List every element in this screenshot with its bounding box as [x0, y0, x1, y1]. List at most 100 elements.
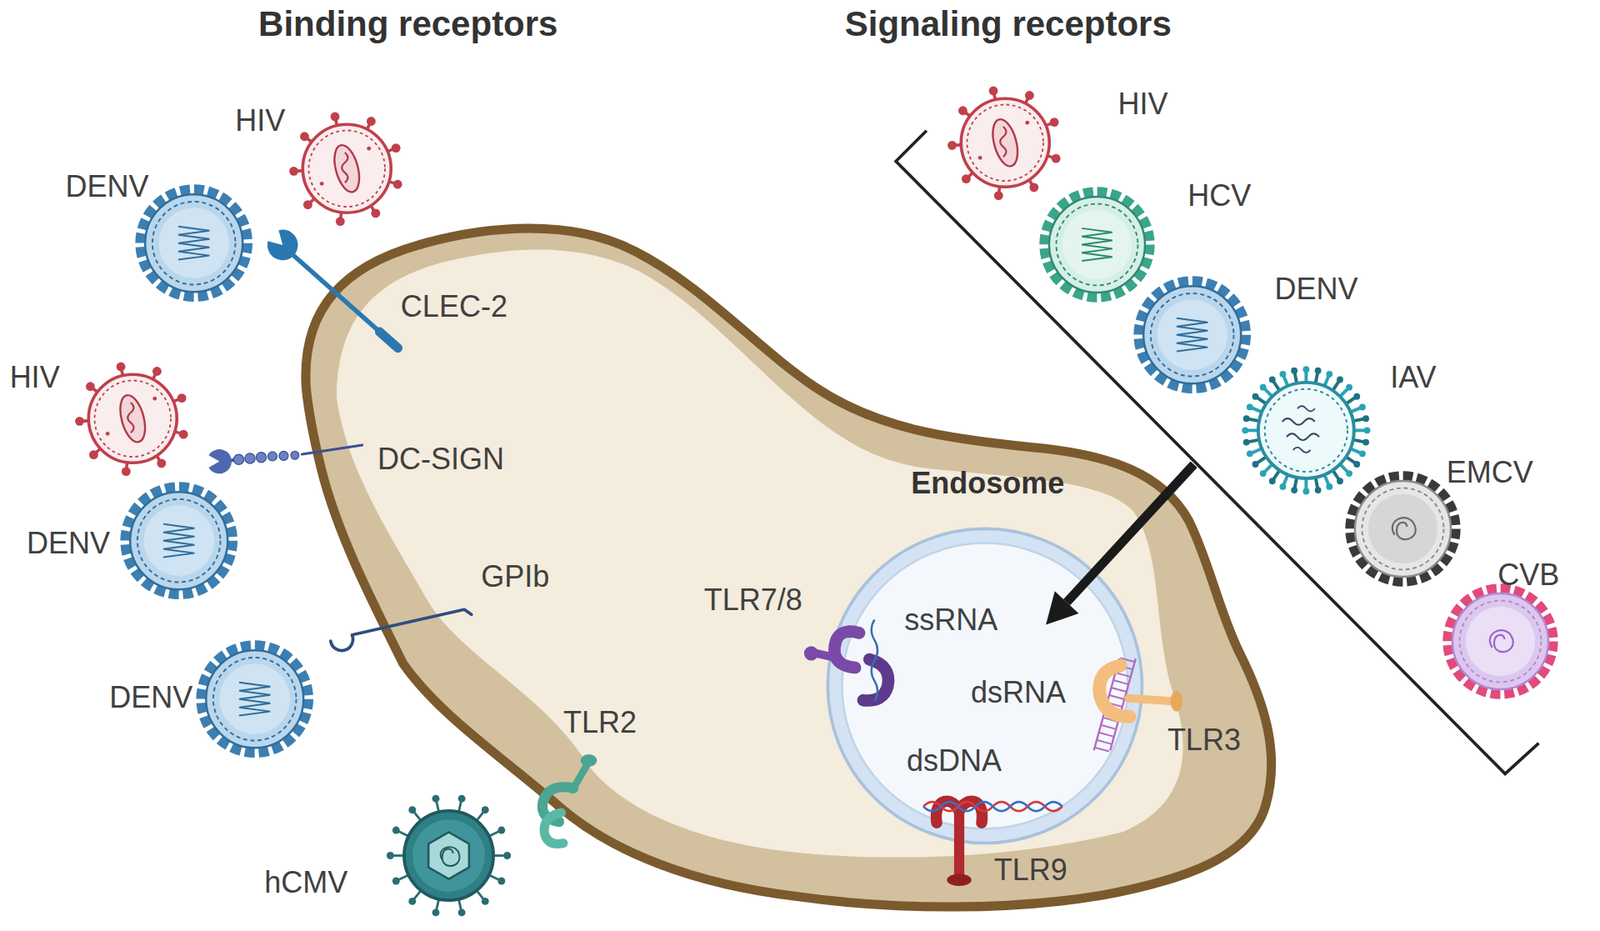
illustration-part	[330, 111, 340, 121]
illustration-part	[1081, 228, 1113, 261]
receptor-stem	[1128, 698, 1174, 702]
receptor-bead	[245, 453, 255, 464]
virus-node: HIV	[72, 358, 193, 479]
illustration-part	[392, 876, 400, 885]
illustration-part	[330, 142, 365, 195]
illustration-part	[458, 908, 466, 916]
illustration-part	[392, 825, 400, 834]
receptor-label: CLEC-2	[400, 289, 508, 324]
receptor-anchor	[380, 331, 399, 349]
illustration-part	[1062, 210, 1132, 280]
molecule-label: dsRNA	[970, 675, 1066, 710]
receptor-base	[946, 873, 971, 886]
illustration-part	[289, 166, 299, 176]
illustration-part	[458, 794, 466, 802]
illustration-part	[302, 124, 391, 213]
compartment-label: Endosome	[910, 465, 1065, 500]
receptor-bead	[279, 450, 289, 460]
illustration-part	[1025, 120, 1030, 125]
illustration-part	[1025, 90, 1035, 100]
virus-node: HIV	[286, 108, 407, 229]
virus-label: HCV	[1187, 178, 1251, 213]
illustration-part	[1368, 494, 1438, 564]
virus-icon	[385, 791, 513, 920]
illustration-part	[366, 146, 371, 151]
illustration-part	[1055, 204, 1138, 286]
illustration-part	[1336, 376, 1344, 384]
illustration-part	[320, 181, 325, 186]
illustration-part	[1345, 384, 1353, 391]
illustration-part	[1353, 460, 1360, 468]
illustration-part	[309, 130, 386, 207]
illustration-part	[1362, 415, 1370, 423]
illustration-part	[1029, 183, 1039, 193]
illustration-part	[1279, 483, 1286, 490]
tlr78-receptor	[804, 619, 889, 701]
virus-icon	[1240, 365, 1372, 496]
illustration-part	[1260, 384, 1267, 391]
illustration-part	[1355, 480, 1451, 577]
virus-icon	[1130, 272, 1255, 397]
receptor-bead	[267, 451, 277, 461]
illustration-part	[1176, 318, 1208, 352]
illustration-part	[404, 810, 494, 900]
illustration-part	[960, 98, 1050, 187]
receptor-label: TLR3	[1167, 722, 1241, 757]
illustration-part	[115, 392, 150, 445]
illustration-part	[1050, 117, 1060, 127]
illustration-part	[428, 831, 470, 879]
illustration-part	[1241, 427, 1249, 435]
illustration-part	[1353, 393, 1360, 400]
receptor-label: TLR7/8	[704, 582, 803, 617]
panel-title: Binding receptors	[258, 4, 558, 45]
virus-icon	[192, 636, 317, 761]
virus-label: CVB	[1497, 557, 1560, 592]
illustration-part	[1044, 191, 1150, 298]
illustration-part	[1451, 592, 1548, 689]
virus-icon	[131, 180, 256, 305]
receptor-cup	[267, 230, 299, 261]
virus-node: hCMV	[385, 791, 513, 920]
illustration-part	[412, 819, 485, 892]
illustration-part	[1269, 478, 1276, 485]
illustration-part	[145, 194, 243, 292]
illustration-part	[206, 650, 305, 748]
illustration-part	[152, 396, 157, 401]
virus-node: DENV	[131, 180, 256, 305]
virus-label: HIV	[1117, 86, 1168, 121]
illustration-part	[1359, 404, 1366, 411]
virus-label: DENV	[65, 169, 150, 204]
illustration-part	[200, 645, 309, 753]
illustration-part	[88, 374, 177, 463]
illustration-part	[1156, 299, 1228, 370]
illustration-part	[1150, 293, 1234, 377]
panel-title: Signaling receptors	[845, 4, 1172, 45]
dsdna-strand	[923, 801, 1063, 811]
illustration-part	[988, 86, 998, 96]
virus-node: DENV	[1130, 272, 1255, 397]
illustration-part	[303, 200, 313, 210]
virus-icon	[286, 108, 407, 229]
illustration-part	[239, 682, 270, 716]
virus-icon	[116, 478, 241, 603]
gpib-receptor	[330, 609, 472, 650]
illustration-part	[127, 402, 134, 433]
illustration-part	[409, 896, 417, 905]
receptor-label: TLR2	[563, 705, 637, 740]
illustration-part	[1282, 405, 1320, 453]
illustration-part	[158, 207, 230, 279]
illustration-part	[179, 430, 189, 440]
illustration-part	[994, 190, 1004, 200]
illustration-part	[1258, 382, 1355, 479]
illustration-part	[1302, 366, 1310, 374]
receptor-lobe	[834, 631, 860, 668]
virus-icon	[945, 82, 1065, 203]
virus-label: HIV	[235, 103, 285, 138]
illustration-part	[1362, 439, 1370, 446]
receptor-knob	[804, 645, 819, 660]
virus-icon	[1035, 183, 1159, 306]
tlr9-receptor	[923, 800, 1063, 886]
illustration-part	[1243, 439, 1250, 446]
illustration-part	[1350, 475, 1456, 582]
illustration-part	[152, 366, 162, 376]
